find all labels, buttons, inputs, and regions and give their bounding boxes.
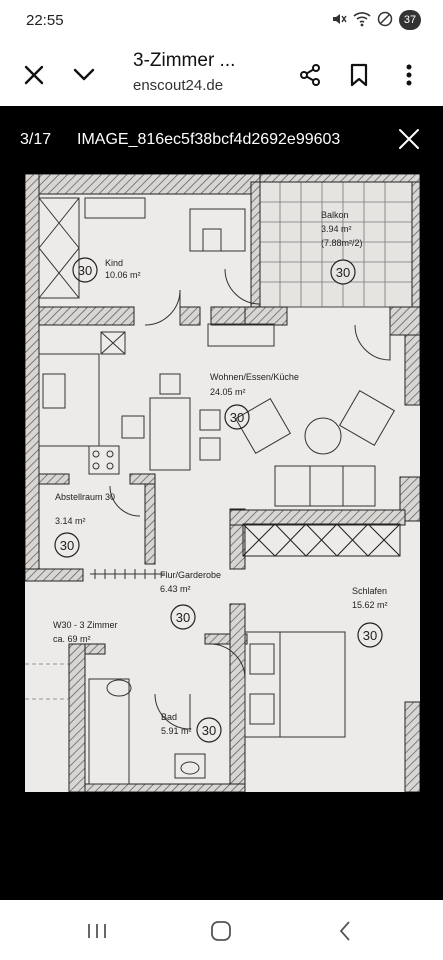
svg-text:24.05 m²: 24.05 m² <box>210 387 246 397</box>
back-button[interactable] <box>330 918 360 944</box>
recent-apps-button[interactable] <box>82 918 112 944</box>
status-time: 22:55 <box>26 12 64 29</box>
more-options-button[interactable] <box>392 58 426 92</box>
bookmark-button[interactable] <box>342 58 376 92</box>
svg-text:30: 30 <box>60 538 74 553</box>
svg-text:30: 30 <box>230 410 244 425</box>
home-icon <box>211 921 231 941</box>
svg-text:3.94 m²: 3.94 m² <box>321 224 352 234</box>
more-vertical-icon <box>406 64 412 86</box>
svg-text:ca. 69 m²: ca. 69 m² <box>53 634 91 644</box>
close-button[interactable] <box>17 58 51 92</box>
svg-text:Kind: Kind <box>105 258 123 268</box>
room-balkon: Balkon 3.94 m² (7.88m²/2) 30 <box>321 210 363 285</box>
kitchen-furniture <box>38 323 396 507</box>
page-title: 3-Zimmer ... <box>133 50 236 71</box>
navigation-bar <box>0 900 443 960</box>
svg-text:Wohnen/Essen/Küche: Wohnen/Essen/Küche <box>210 372 299 382</box>
room-wohnung: W30 - 3 Zimmer ca. 69 m² <box>53 620 118 644</box>
exterior-dashes <box>25 663 69 700</box>
recent-apps-icon <box>88 924 106 938</box>
svg-text:5.91 m²: 5.91 m² <box>161 726 192 736</box>
svg-text:Balkon: Balkon <box>321 210 349 220</box>
svg-text:6.43 m²: 6.43 m² <box>160 584 191 594</box>
floor-plan-image[interactable]: 30 Kind 10.06 m² Balkon 3.94 m² (7.88m²/… <box>25 174 420 792</box>
garderobe-rail <box>90 569 165 579</box>
close-icon <box>399 129 419 149</box>
svg-text:W30 - 3 Zimmer: W30 - 3 Zimmer <box>53 620 118 630</box>
bookmark-icon <box>350 63 368 87</box>
wardrobe <box>242 523 401 557</box>
image-counter: 3/17 <box>20 131 52 148</box>
back-icon <box>339 921 350 941</box>
close-icon <box>24 65 44 85</box>
svg-text:Bad: Bad <box>161 712 177 722</box>
floor-plan-walls <box>25 174 420 792</box>
room-wohnen: Wohnen/Essen/Küche 24.05 m² 30 <box>210 372 299 430</box>
status-bar: 22:55 37 <box>0 0 443 44</box>
mute-icon <box>331 11 347 30</box>
status-icons: 37 <box>331 10 421 30</box>
room-bad: Bad 5.91 m² 30 <box>161 712 222 743</box>
page-domain: enscout24.de <box>133 77 224 94</box>
kind-furniture <box>38 197 246 299</box>
room-flur: Flur/Garderobe 6.43 m² 30 <box>160 570 221 630</box>
svg-text:30: 30 <box>202 723 216 738</box>
room-schlafen: Schlafen 15.62 m² 30 <box>352 586 388 648</box>
svg-text:(7.88m²/2): (7.88m²/2) <box>321 238 363 248</box>
svg-text:Flur/Garderobe: Flur/Garderobe <box>160 570 221 580</box>
room-abstellraum: Abstellraum 30 3.14 m² 30 <box>54 492 115 558</box>
wifi-icon <box>353 11 371 30</box>
share-icon <box>300 64 320 86</box>
image-viewer: 3/17 IMAGE_816ec5f38bcf4d2692e99603 <box>0 106 443 900</box>
svg-text:Abstellraum 30: Abstellraum 30 <box>55 492 115 502</box>
doors <box>109 268 391 730</box>
image-name: IMAGE_816ec5f38bcf4d2692e99603 <box>77 131 341 148</box>
bathroom-fixtures <box>88 678 206 785</box>
app-bar: 3-Zimmer ... enscout24.de <box>0 44 443 106</box>
svg-text:30: 30 <box>176 610 190 625</box>
home-button[interactable] <box>206 918 236 944</box>
notification-count-badge: 37 <box>399 10 421 30</box>
collapse-button[interactable] <box>67 58 101 92</box>
balcony-tiles <box>259 181 413 308</box>
room-kind: 30 Kind 10.06 m² <box>72 257 141 283</box>
svg-text:Schlafen: Schlafen <box>352 586 387 596</box>
svg-text:30: 30 <box>336 265 350 280</box>
svg-text:10.06 m²: 10.06 m² <box>105 270 141 280</box>
share-button[interactable] <box>293 58 327 92</box>
svg-text:15.62 m²: 15.62 m² <box>352 600 388 610</box>
svg-text:3.14 m²: 3.14 m² <box>55 516 86 526</box>
chevron-down-icon <box>73 68 95 81</box>
svg-text:30: 30 <box>78 263 92 278</box>
viewer-close-button[interactable] <box>396 126 422 152</box>
do-not-disturb-icon <box>377 11 393 30</box>
bedroom-furniture <box>244 631 346 738</box>
svg-text:30: 30 <box>363 628 377 643</box>
